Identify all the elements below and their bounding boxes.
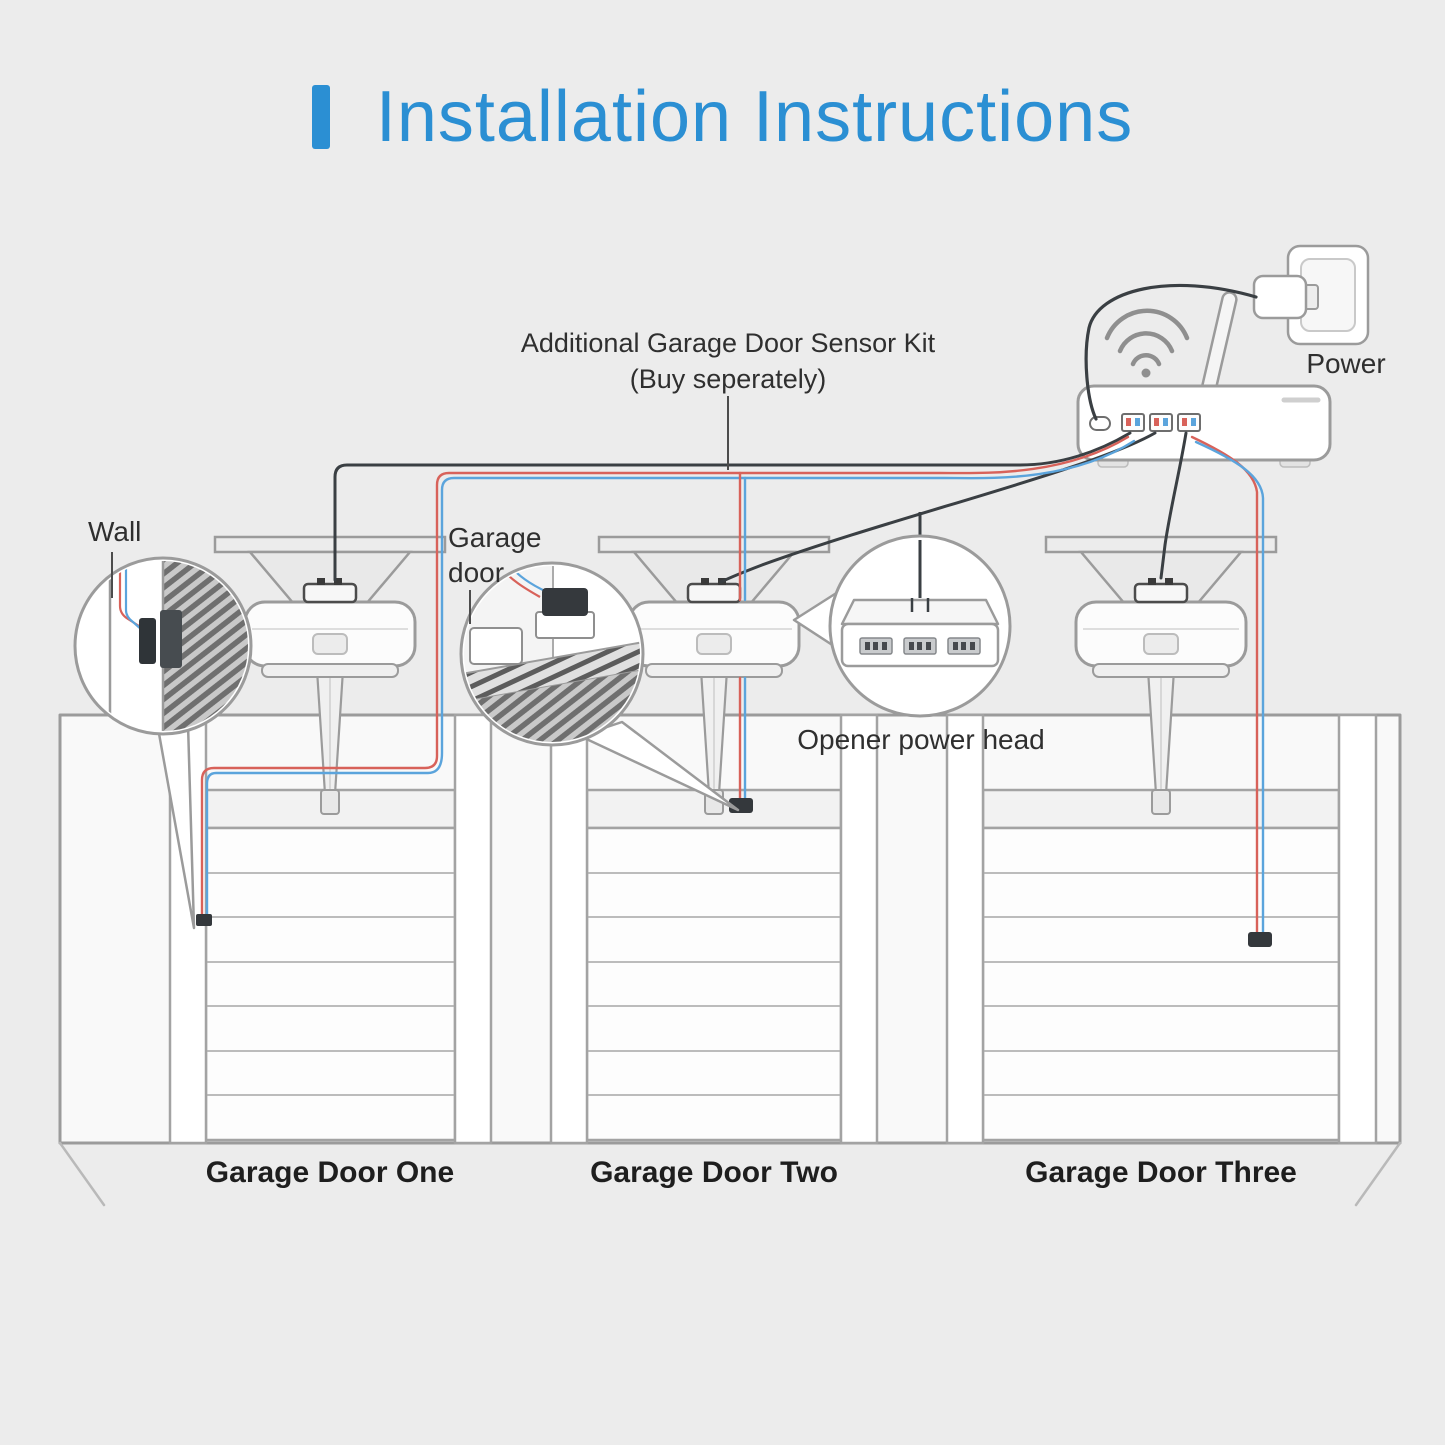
title-accent-bar [311,85,330,149]
garage-door-label-line1: Garage [448,522,542,553]
power-cord [1084,283,1258,421]
door-two-label: Garage Door Two [590,1156,838,1189]
garage-building [58,713,1402,1207]
opener-1 [243,578,417,678]
wire-blue-wall [205,439,1136,924]
power-label: Power [1306,348,1386,379]
wire-red-wall [200,435,1130,924]
garage-door-one-structure [204,788,457,1142]
sensor-kit-label-line1: Additional Garage Door Sensor Kit [520,328,936,358]
wire-black-opener1 [333,431,1132,582]
opener-head-detail-callout [792,512,1012,718]
door-one-label: Garage Door One [205,1156,455,1189]
sensor-kit-module-2 [686,582,742,604]
ceiling-mount-1 [213,535,447,606]
opener-power-head-label: Opener power head [797,724,1045,755]
sensor-kit-label: Additional Garage Door Sensor Kit (Buy s… [478,326,978,397]
opener-rails [315,668,1176,815]
wall-magnet-zoom [160,610,182,668]
wiring [196,283,1272,947]
wall-posts [168,713,1378,1145]
opener-rail-1 [315,668,345,815]
opener-2 [627,578,801,678]
antenna-icon [1200,291,1238,396]
sensor-kit-module-3 [1133,582,1189,604]
page-title-row: Installation Instructions [0,76,1445,158]
openers [213,535,1278,678]
wall-sensor-small [196,914,212,926]
wire-black-opener3 [1159,431,1188,580]
ceiling-mount-2 [597,535,831,606]
track-sensor-zoom [542,588,588,616]
garage-door-three-structure [981,788,1341,1142]
garage-door-label-line2: door [448,557,505,588]
power-outlet-icon [1252,244,1370,346]
wire-blue-right [1194,440,1265,938]
sensor-kit-label-line2: (Buy seperately) [629,363,827,394]
door-three-label: Garage Door Three [1025,1156,1297,1189]
hub-ports [1089,413,1201,432]
opener-rail-3 [1146,668,1176,815]
garage-door-label: Garage door [448,520,541,590]
opener-3 [1074,578,1248,678]
floor-perspective [58,1141,1402,1207]
leader-lines [111,396,729,624]
callouts [73,512,1012,930]
garage-door-detail-callout [459,561,740,812]
garage-door-two-structure [585,788,843,1142]
sensor-kit-module-1 [302,582,358,604]
wall-sensor-zoom [139,618,156,664]
wifi-icon [1104,308,1190,378]
hub-body [1076,384,1332,462]
wall-label: Wall [88,516,142,547]
page-title: Installation Instructions [375,77,1134,157]
door3-sensor [1248,932,1272,947]
